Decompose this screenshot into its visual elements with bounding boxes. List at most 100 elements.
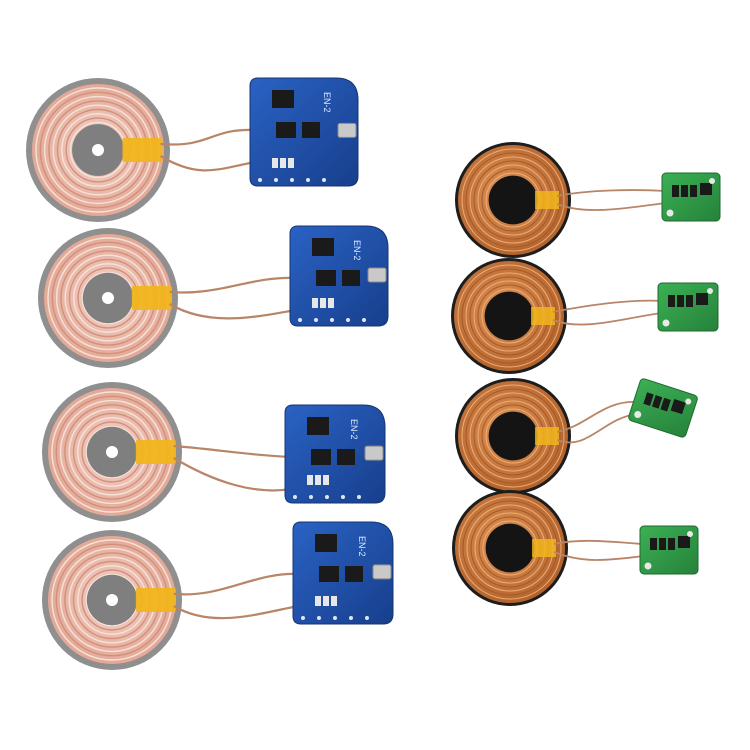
- kapton-tape: [535, 191, 560, 209]
- via: [357, 495, 361, 499]
- micro-usb-port: [367, 267, 387, 283]
- green-pcb: [661, 172, 721, 222]
- lead-wire: [553, 539, 645, 545]
- ic-chip: [700, 183, 712, 195]
- lead-wire: [169, 303, 297, 320]
- via: [293, 495, 297, 499]
- lead-wire: [173, 604, 300, 620]
- smd-component: [668, 295, 675, 307]
- micro-usb-port: [372, 564, 392, 580]
- via: [349, 616, 353, 620]
- kapton-tape: [531, 307, 556, 325]
- micro-usb-port: [364, 445, 384, 461]
- smd-component: [323, 596, 329, 606]
- center-hole: [106, 594, 118, 606]
- lead-wire: [173, 572, 300, 596]
- transmitter-kit: EN-2: [38, 225, 389, 368]
- center-hole: [102, 292, 114, 304]
- solder-pad: [709, 178, 715, 184]
- smd-component: [686, 295, 693, 307]
- lead-wire: [552, 312, 663, 326]
- lead-wire: [552, 299, 663, 313]
- kapton-tape: [122, 138, 163, 162]
- via: [346, 318, 350, 322]
- ic-chip: [678, 536, 690, 548]
- via: [298, 318, 302, 322]
- via: [341, 495, 345, 499]
- smd-component: [280, 158, 286, 168]
- pcb-silkscreen-text: EN-2: [322, 92, 332, 113]
- smd-component: [672, 185, 679, 197]
- via: [309, 495, 313, 499]
- smd-component: [272, 158, 278, 168]
- ic-chip: [307, 417, 329, 435]
- green-pcb: [628, 378, 698, 438]
- smd-component: [323, 475, 329, 485]
- via: [274, 178, 278, 182]
- ic-chip: [316, 270, 336, 286]
- micro-usb-port: [337, 122, 357, 138]
- smd-component: [328, 298, 334, 308]
- coil-winding: [457, 264, 561, 368]
- kapton-tape: [535, 427, 560, 445]
- green-pcb: [639, 525, 699, 575]
- via: [325, 495, 329, 499]
- coil-center: [488, 411, 538, 461]
- lead-wire: [556, 189, 667, 197]
- via: [290, 178, 294, 182]
- coil-center: [485, 523, 535, 573]
- smd-component: [331, 596, 337, 606]
- ic-chip: [342, 270, 360, 286]
- via: [317, 616, 321, 620]
- via: [314, 318, 318, 322]
- smd-component: [677, 295, 684, 307]
- lead-wire: [169, 276, 297, 294]
- smd-component: [307, 475, 313, 485]
- transmitter-kit: EN-2: [42, 382, 386, 522]
- ic-chip: [311, 449, 331, 465]
- green-pcb: [657, 282, 719, 332]
- ic-chip: [319, 566, 339, 582]
- coil-winding: [461, 268, 557, 364]
- solder-pad: [634, 411, 642, 419]
- coil-winding: [462, 500, 558, 596]
- smd-component: [315, 475, 321, 485]
- coil-winding: [465, 388, 561, 484]
- coil-winding: [461, 384, 565, 488]
- smd-component: [288, 158, 294, 168]
- lead-wire: [556, 413, 638, 444]
- solder-pad: [687, 531, 693, 537]
- solder-pad: [644, 562, 652, 570]
- coil-winding: [465, 152, 561, 248]
- kapton-tape: [135, 588, 176, 612]
- coil-winding: [458, 496, 562, 600]
- lead-wire: [556, 401, 638, 433]
- ic-chip: [696, 293, 708, 305]
- receiver-kit: [452, 490, 699, 606]
- via: [322, 178, 326, 182]
- receiver-kit: [455, 142, 721, 258]
- pcb-silkscreen-text: EN-2: [357, 536, 367, 557]
- ic-chip: [315, 534, 337, 552]
- ic-chip: [312, 238, 334, 256]
- ic-chip: [337, 449, 355, 465]
- ic-chip: [276, 122, 296, 138]
- pcb-silkscreen-text: EN-2: [349, 419, 359, 440]
- smd-component: [312, 298, 318, 308]
- solder-pad: [666, 209, 674, 217]
- kapton-tape: [131, 286, 172, 310]
- ic-chip: [272, 90, 294, 108]
- ic-chip: [670, 399, 686, 415]
- solder-pad: [662, 319, 670, 327]
- blue-pcb: EN-2: [249, 77, 359, 187]
- via: [330, 318, 334, 322]
- lead-wire: [553, 551, 645, 561]
- transmitter-kit: EN-2: [26, 77, 359, 222]
- blue-pcb: EN-2: [292, 521, 394, 625]
- smd-component: [643, 392, 654, 406]
- smd-component: [320, 298, 326, 308]
- via: [333, 616, 337, 620]
- smd-component: [668, 538, 675, 550]
- center-hole: [106, 446, 118, 458]
- lead-wire: [160, 128, 257, 146]
